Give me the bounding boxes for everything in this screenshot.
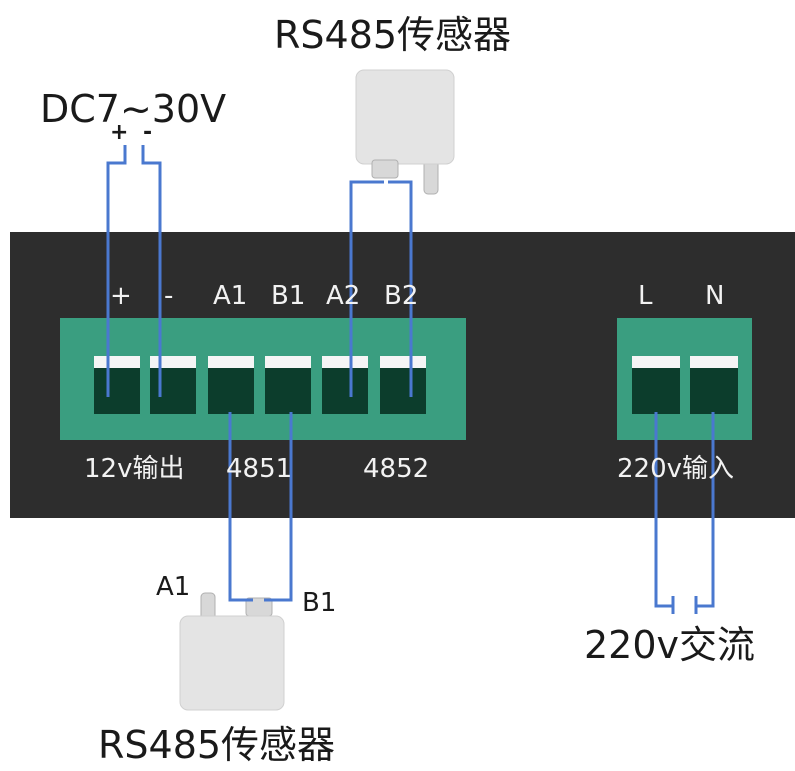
group-label-12v-output: 12v输出 bbox=[84, 454, 185, 484]
group-label-4852: 4852 bbox=[363, 454, 430, 484]
terminal-slot-a2 bbox=[322, 368, 368, 414]
pin-label-b1: B1 bbox=[271, 281, 306, 311]
wire-bottom-sensor-b1 bbox=[264, 412, 293, 602]
top-sensor-pin-left bbox=[371, 159, 399, 179]
pin-label-minus: - bbox=[164, 281, 174, 311]
dc-plus-sign: + bbox=[110, 120, 129, 145]
terminal-slot-plus-tab bbox=[94, 356, 140, 368]
terminal-slot-n bbox=[690, 368, 738, 414]
power-symbols bbox=[123, 145, 698, 614]
terminal-slot-l bbox=[632, 368, 680, 414]
top-sensor bbox=[355, 69, 455, 195]
terminal-slot-minus-tab bbox=[150, 356, 196, 368]
wire-bottom-sensor-a1 bbox=[228, 412, 253, 602]
terminal-slot-plus bbox=[94, 368, 140, 414]
pin-label-n: N bbox=[705, 281, 725, 311]
pin-label-a1: A1 bbox=[213, 281, 248, 311]
top-sensor-body bbox=[355, 69, 455, 165]
terminal-slot-a1-tab bbox=[208, 356, 254, 368]
dc-supply-label: DC7~30V bbox=[40, 87, 227, 131]
wire-top-sensor-a2 bbox=[349, 180, 384, 397]
terminal-slot-b2 bbox=[380, 368, 426, 414]
pin-label-plus: + bbox=[110, 281, 132, 311]
pin-label-l: L bbox=[638, 281, 653, 311]
terminal-slot-a1 bbox=[208, 368, 254, 414]
pin-label-b2: B2 bbox=[384, 281, 419, 311]
terminal-slot-a2-tab bbox=[322, 356, 368, 368]
bottom-sensor-body bbox=[179, 615, 285, 711]
top-sensor-label: RS485传感器 bbox=[274, 13, 512, 57]
bottom-sensor-pin-a1-label: A1 bbox=[156, 572, 191, 602]
terminal-slots-left bbox=[94, 356, 426, 414]
bottom-sensor-pin-b1-label: B1 bbox=[302, 588, 337, 618]
terminal-slot-l-tab bbox=[632, 356, 680, 368]
pin-label-a2: A2 bbox=[326, 281, 361, 311]
ac-supply-label: 220v交流 bbox=[584, 623, 756, 667]
terminal-slot-b1 bbox=[265, 368, 311, 414]
bottom-sensor-label: RS485传感器 bbox=[98, 723, 336, 767]
bottom-sensor bbox=[179, 592, 285, 711]
terminal-slot-minus bbox=[150, 368, 196, 414]
terminal-slot-b1-tab bbox=[265, 356, 311, 368]
group-label-4851: 4851 bbox=[226, 454, 293, 484]
dc-minus-sign: - bbox=[143, 120, 153, 145]
terminal-slot-b2-tab bbox=[380, 356, 426, 368]
group-label-220v-input: 220v输入 bbox=[617, 454, 735, 484]
wire-top-sensor-b2 bbox=[388, 180, 413, 397]
terminal-slot-n-tab bbox=[690, 356, 738, 368]
terminal-slots-right bbox=[632, 356, 738, 414]
